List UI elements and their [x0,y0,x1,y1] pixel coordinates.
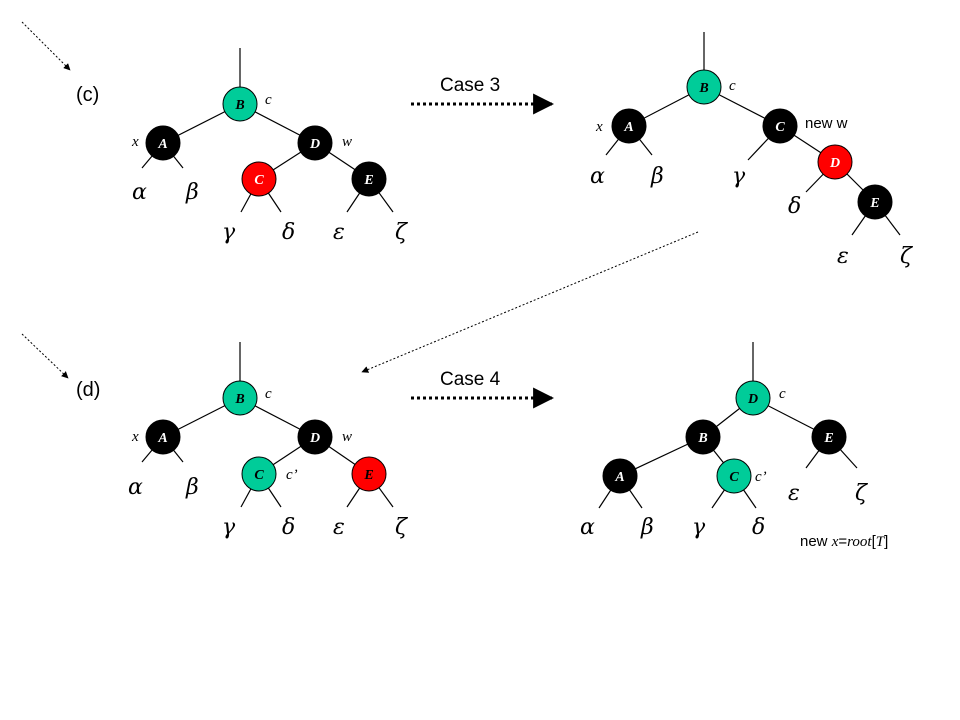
svg-text:B: B [234,392,244,407]
leaf-beta: β [185,180,199,205]
tree-node-d: D [817,144,853,180]
svg-text:C: C [729,470,739,485]
node-tag-c: c [265,92,272,108]
node-tag-c-prime: c’ [286,467,298,483]
leaf-delta: δ [282,515,295,540]
leaf-alpha: α [580,515,595,540]
tree-d-right: D c B E A C c’ ε ζ α β γ δ new x=root[T] [580,342,888,550]
svg-text:D: D [747,392,758,407]
node-tag-c: c [729,78,736,94]
node-tag-w: w [342,429,352,445]
svg-text:C: C [254,173,264,188]
leaf-alpha: α [128,475,143,500]
tree-c-left: B c A x D w C E α β γ δ ε ζ [131,48,409,245]
node-tag-new-w: new w [805,115,848,132]
leaf-gamma: γ [222,220,236,245]
svg-text:D: D [309,431,320,446]
leaf-beta: β [650,164,664,189]
leaf-gamma: γ [692,515,706,540]
svg-text:A: A [157,137,167,152]
caption-case-4: Case 4 [440,369,501,390]
transition-arrow-c-to-d [361,231,699,373]
tree-node-d: D [297,419,333,455]
tree-node-b: B [686,69,722,105]
node-tag-w: w [342,134,352,150]
svg-text:C: C [254,468,264,483]
svg-text:D: D [309,137,320,152]
leaf-alpha: α [590,164,605,189]
leaf-zeta: ζ [395,220,409,245]
tree-node-a: A [602,458,638,494]
new-root-note: new x=root[T] [800,533,888,550]
node-tag-x: x [595,119,603,135]
tree-node-a: A [145,125,181,161]
svg-text:C: C [775,120,785,135]
svg-text:D: D [829,156,840,171]
tree-node-e: E [811,419,847,455]
leaf-zeta: ζ [855,481,869,506]
tree-node-a: A [611,108,647,144]
node-tag-c-prime: c’ [755,469,767,485]
svg-text:E: E [823,431,833,446]
leaf-epsilon: ε [788,481,800,506]
leaf-gamma: γ [222,515,236,540]
caption-case-3: Case 3 [440,75,500,96]
tree-node-e: E [857,184,893,220]
tree-node-c: C [241,456,277,492]
leaf-delta: δ [282,220,295,245]
leaf-beta: β [185,475,199,500]
leaf-alpha: α [132,180,147,205]
pointer-arrow-d [21,333,69,379]
leaf-epsilon: ε [333,515,345,540]
panel-label-c: (c) [76,84,99,106]
tree-node-c: C [241,161,277,197]
tree-c-right: B c A x C new w D E α β γ δ ε ζ [590,32,914,269]
tree-node-c: C [762,108,798,144]
svg-text:E: E [363,173,373,188]
leaf-epsilon: ε [333,220,345,245]
panel-label-d: (d) [76,379,100,401]
tree-node-b: B [685,419,721,455]
node-tag-x: x [131,134,139,150]
node-tag-c: c [779,386,786,402]
tree-node-b: B [222,86,258,122]
node-tag-x: x [131,429,139,445]
tree-node-a: A [145,419,181,455]
leaf-zeta: ζ [395,515,409,540]
svg-text:B: B [698,81,708,96]
tree-node-e: E [351,456,387,492]
svg-text:A: A [614,470,624,485]
node-tag-c: c [265,386,272,402]
leaf-gamma: γ [732,164,746,189]
tree-node-b: B [222,380,258,416]
tree-node-e: E [351,161,387,197]
leaf-delta: δ [752,515,765,540]
svg-text:E: E [869,196,879,211]
svg-text:E: E [363,468,373,483]
svg-text:B: B [697,431,707,446]
leaf-delta: δ [788,194,801,219]
svg-text:A: A [623,120,633,135]
svg-text:B: B [234,98,244,113]
leaf-zeta: ζ [900,244,914,269]
leaf-beta: β [640,515,654,540]
tree-node-d: D [297,125,333,161]
svg-text:A: A [157,431,167,446]
pointer-arrow-c [21,21,71,71]
leaf-epsilon: ε [837,244,849,269]
tree-node-d: D [735,380,771,416]
tree-node-c: C [716,458,752,494]
tree-d-left: B c A x D w C c’ E α β γ δ ε ζ [128,342,409,540]
